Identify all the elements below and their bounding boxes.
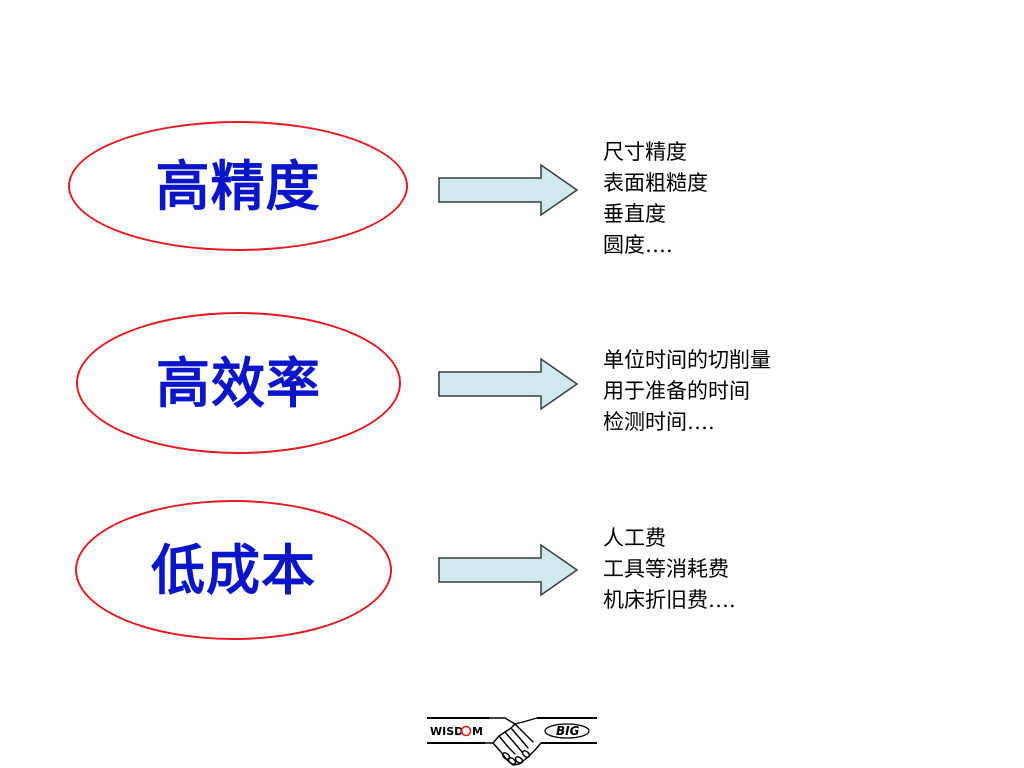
- ellipse-high-precision: 高精度: [68, 121, 408, 251]
- detail-item: 检测时间….: [603, 410, 715, 434]
- ellipse-high-efficiency: 高效率: [76, 312, 401, 454]
- logo-text-left: WISD: [430, 725, 463, 738]
- detail-item: 工具等消耗费: [603, 557, 729, 581]
- logo-big-oval: [544, 723, 590, 739]
- right-arrow-icon: [438, 357, 579, 411]
- logo-circle-icon: [460, 725, 472, 737]
- details-list-high-efficiency: 单位时间的切削量 用于准备的时间 检测时间….: [603, 345, 771, 438]
- ellipse-title-low-cost: 低成本: [151, 538, 316, 602]
- logo-text-left-end: M: [472, 725, 483, 738]
- ellipse-title-high-precision: 高精度: [155, 154, 321, 218]
- logo-text-right: BIG: [556, 724, 580, 738]
- right-arrow-icon: [438, 163, 579, 217]
- detail-item: 尺寸精度: [603, 140, 687, 164]
- handshake-icon: [484, 717, 542, 766]
- detail-item: 用于准备的时间: [603, 379, 750, 403]
- detail-item: 圆度….: [603, 233, 673, 257]
- details-list-high-precision: 尺寸精度 表面粗糙度 垂直度 圆度….: [603, 137, 708, 261]
- wisdom-big-logo: WISD M BIG: [427, 717, 597, 766]
- detail-item: 机床折旧费….: [603, 588, 736, 612]
- ellipse-title-high-efficiency: 高效率: [156, 351, 321, 415]
- detail-item: 人工费: [603, 526, 666, 550]
- ellipse-low-cost: 低成本: [75, 500, 392, 640]
- detail-item: 垂直度: [603, 202, 666, 226]
- details-list-low-cost: 人工费 工具等消耗费 机床折旧费….: [603, 523, 736, 616]
- right-arrow-icon: [438, 543, 579, 597]
- detail-item: 表面粗糙度: [603, 171, 708, 195]
- detail-item: 单位时间的切削量: [603, 348, 771, 372]
